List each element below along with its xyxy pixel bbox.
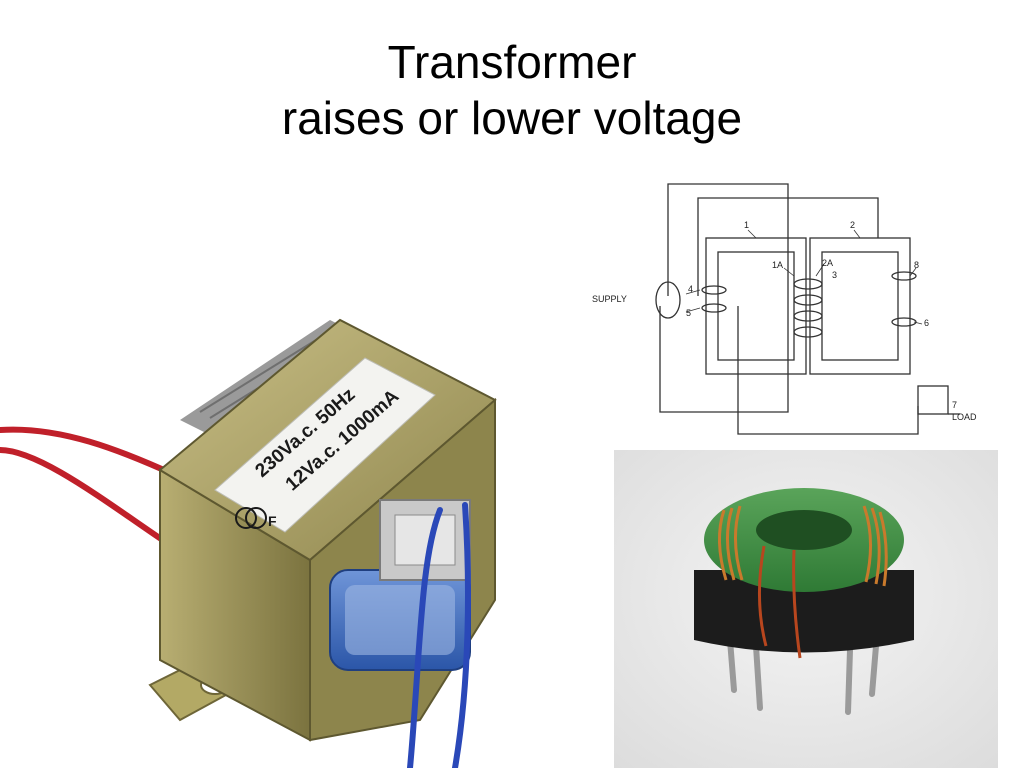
blue-lead-wires [407, 502, 471, 768]
schematic-number-2: 2 [850, 220, 855, 230]
coil-primary [701, 285, 727, 313]
load-label: LOAD [952, 412, 977, 422]
toroid-core [704, 488, 904, 592]
title-line-2: raises or lower voltage [281, 92, 743, 144]
slide-title: Transformer raises or lower voltage [0, 34, 1024, 146]
supply-label: SUPPLY [592, 294, 627, 304]
toroid-inductor-photo [614, 450, 998, 768]
title-line-1: Transformer [387, 36, 637, 88]
schematic-number-4: 4 [688, 284, 693, 294]
toroid-base [694, 570, 914, 653]
red-lead-wires [0, 426, 178, 548]
schematic-number-3: 3 [832, 270, 837, 280]
toroid-pins [727, 637, 879, 715]
label-maker-mark: F [268, 513, 277, 529]
schematic-wiring [659, 183, 960, 435]
copper-windings [717, 505, 888, 659]
schematic-number-6: 6 [924, 318, 929, 328]
coil-center [793, 278, 823, 338]
schematic-number-1: 1 [744, 220, 749, 230]
load-box [917, 385, 949, 415]
schematic-number-2a: 2A [822, 258, 833, 268]
schematic-number-8: 8 [914, 260, 919, 270]
schematic-number-1a: 1A [772, 260, 783, 270]
bobbin-assembly [309, 397, 496, 742]
transformer-photo: 230Va.c. 50Hz 12Va.c. 1000mA F [0, 318, 497, 768]
schematic-number-5: 5 [686, 308, 691, 318]
supply-source-symbol [655, 281, 681, 319]
coil-secondary [891, 271, 917, 327]
core-1 [705, 237, 807, 375]
transformer-schematic: SUPPLY LOAD 1 2 1A 2A 3 4 5 6 7 8 [592, 183, 977, 435]
schematic-number-7: 7 [952, 400, 957, 410]
